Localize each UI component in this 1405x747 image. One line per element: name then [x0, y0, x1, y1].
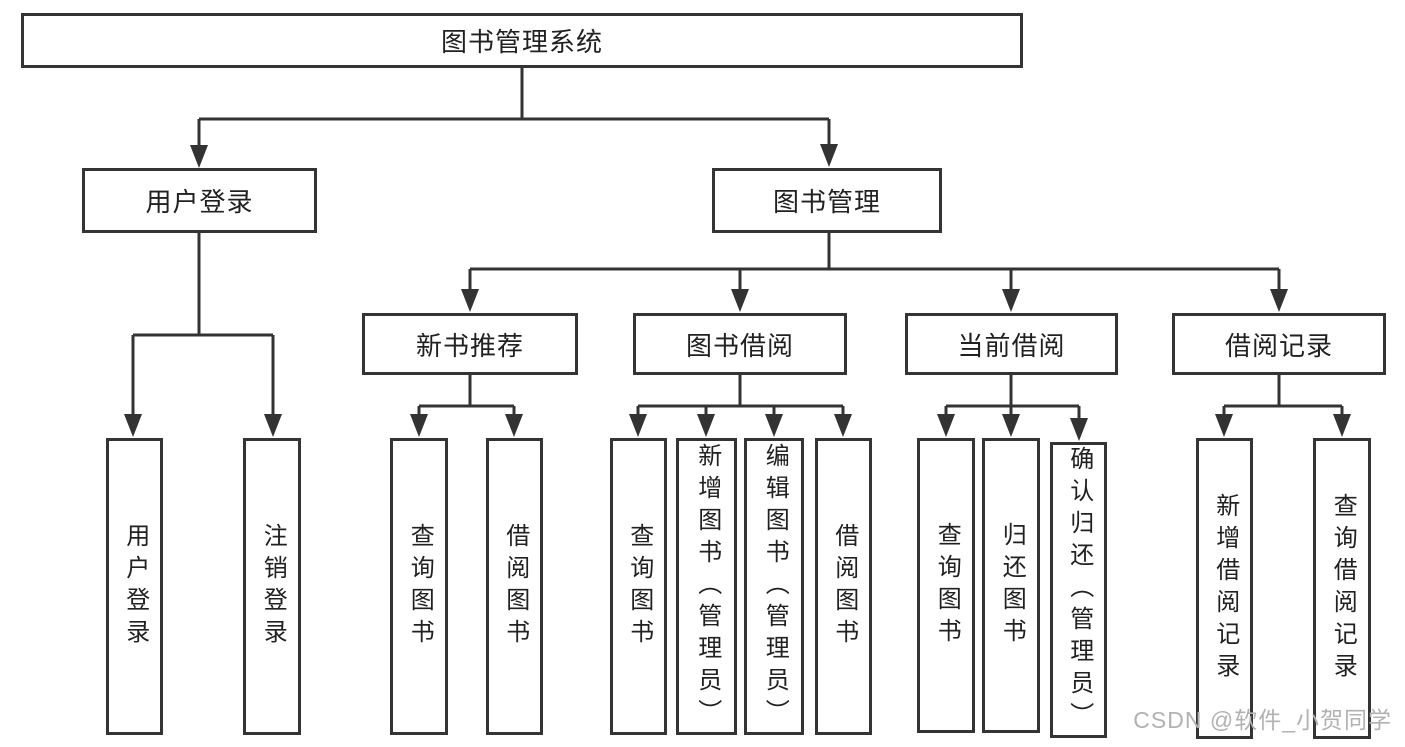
leaf-confirm-return-admin: 确认归还（管理员）: [1050, 442, 1107, 738]
leaf-borrow-books-2: 借阅图书: [815, 438, 872, 735]
leaf-query-books-1: 查询图书: [390, 438, 448, 735]
leaf-edit-book-admin-label: 编辑图书（管理员）: [761, 442, 789, 731]
csdn-watermark: CSDN @软件_小贺同学: [1133, 707, 1392, 733]
leaf-query-books-2-label: 查询图书: [625, 522, 653, 651]
borrow-record-label: 借阅记录: [1224, 330, 1333, 361]
leaf-user-login-label: 用户登录: [121, 522, 149, 651]
leaf-confirm-return-admin-label: 确认归还（管理员）: [1065, 446, 1093, 734]
leaf-query-books-3: 查询图书: [917, 438, 975, 733]
book-management-box: 图书管理: [712, 168, 942, 233]
leaf-query-borrow-record-label: 查询借阅记录: [1329, 492, 1357, 685]
leaf-logout: 注销登录: [243, 438, 301, 735]
leaf-borrow-books-2-label: 借阅图书: [830, 522, 858, 651]
leaf-add-borrow-record: 新增借阅记录: [1196, 438, 1253, 739]
leaf-borrow-books-1: 借阅图书: [486, 438, 543, 735]
leaf-add-borrow-record-label: 新增借阅记录: [1211, 492, 1239, 685]
leaf-user-login: 用户登录: [106, 438, 163, 735]
leaf-query-books-2: 查询图书: [610, 438, 667, 735]
borrow-record-box: 借阅记录: [1172, 313, 1386, 375]
leaf-logout-label: 注销登录: [259, 522, 287, 651]
current-borrow-box: 当前借阅: [905, 313, 1118, 375]
new-book-recommend-box: 新书推荐: [362, 313, 578, 375]
leaf-query-borrow-record: 查询借阅记录: [1313, 438, 1371, 739]
root-label: 图书管理系统: [440, 27, 603, 57]
current-borrow-label: 当前借阅: [957, 330, 1066, 361]
leaf-return-books-label: 归还图书: [998, 521, 1026, 650]
user-login-box: 用户登录: [82, 168, 317, 233]
leaf-query-books-3-label: 查询图书: [933, 521, 961, 650]
new-book-recommend-label: 新书推荐: [415, 330, 524, 361]
leaf-query-books-1-label: 查询图书: [406, 522, 434, 651]
book-management-label: 图书管理: [772, 187, 881, 217]
leaf-return-books: 归还图书: [982, 438, 1040, 733]
book-borrow-label: 图书借阅: [685, 330, 794, 361]
leaf-edit-book-admin: 编辑图书（管理员）: [744, 438, 804, 735]
user-login-label: 用户登录: [145, 187, 254, 217]
root-box: 图书管理系统: [21, 13, 1023, 68]
leaf-add-book-admin-label: 新增图书（管理员）: [693, 442, 721, 731]
leaf-borrow-books-1-label: 借阅图书: [501, 522, 529, 651]
leaf-add-book-admin: 新增图书（管理员）: [676, 438, 737, 735]
book-borrow-box: 图书借阅: [633, 313, 847, 375]
